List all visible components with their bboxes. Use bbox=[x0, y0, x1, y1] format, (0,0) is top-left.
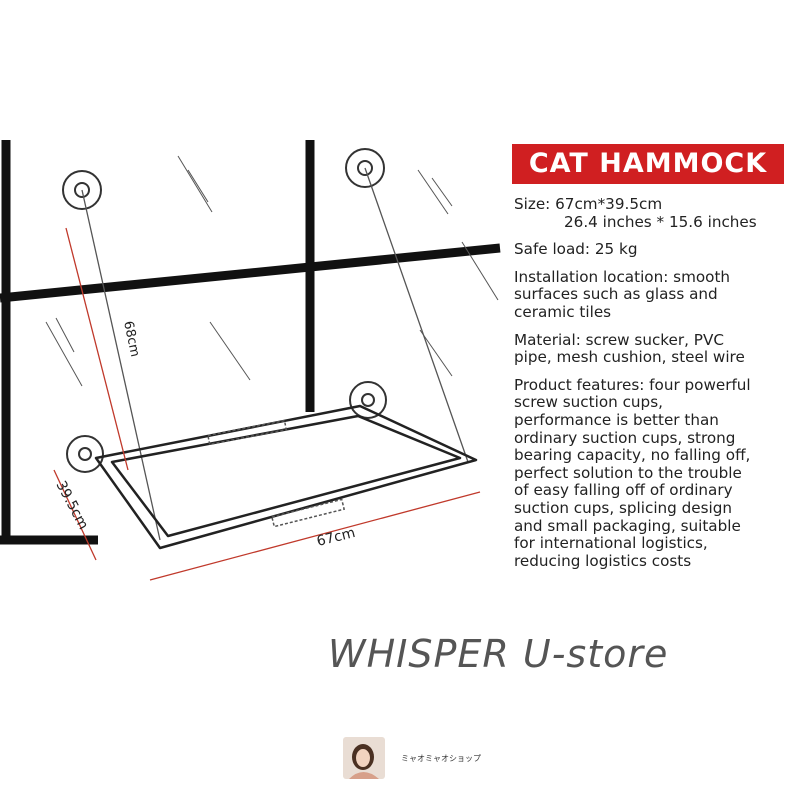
features-line: screw suction cups, bbox=[514, 393, 663, 412]
glass-glare bbox=[45, 155, 499, 387]
hammock-frame bbox=[94, 404, 478, 550]
steel-wires bbox=[81, 167, 469, 541]
installation-line: Installation location: smooth bbox=[514, 267, 731, 286]
material-spec: Material: screw sucker, PVC pipe, mesh c… bbox=[514, 330, 798, 367]
height-dimension-label: 68cm bbox=[120, 320, 142, 359]
shop-avatar[interactable] bbox=[343, 737, 385, 779]
width-dimension-label: 67cm bbox=[315, 525, 357, 550]
dimension-lines bbox=[53, 227, 481, 581]
features-line: bearing capacity, no falling off, bbox=[514, 446, 751, 465]
shop-name[interactable]: ミャオミャオショップ bbox=[401, 753, 481, 763]
installation-spec: Installation location: smooth surfaces s… bbox=[514, 267, 798, 322]
title-banner: CAT HAMMOCK bbox=[512, 144, 784, 184]
features-line: Product features: four powerful bbox=[514, 375, 751, 394]
features-line: suction cups, splicing design bbox=[514, 498, 733, 517]
features-line: for international logistics, bbox=[514, 534, 708, 553]
size-spec: Size: 67cm*39.5cm 26.4 inches * 15.6 inc… bbox=[514, 195, 798, 231]
features-line: reducing logistics costs bbox=[514, 551, 692, 570]
features-line: perfect solution to the trouble bbox=[514, 463, 742, 482]
depth-dimension-label: 39.5cm bbox=[52, 478, 91, 532]
brand-watermark: WHISPER U-store bbox=[328, 632, 669, 676]
features-line: ordinary suction cups, strong bbox=[514, 428, 736, 447]
size-inches-line: 26.4 inches * 15.6 inches bbox=[564, 212, 757, 231]
mesh-joints bbox=[207, 419, 346, 528]
features-spec: Product features: four powerful screw su… bbox=[514, 375, 798, 571]
suction-cups bbox=[62, 148, 387, 473]
material-line: Material: screw sucker, PVC bbox=[514, 330, 724, 349]
shop-info[interactable]: ミャオミャオショップ bbox=[343, 736, 481, 780]
size-line: Size: 67cm*39.5cm bbox=[514, 195, 663, 213]
installation-line: surfaces such as glass and bbox=[514, 285, 718, 304]
features-line: and small packaging, suitable bbox=[514, 516, 741, 535]
installation-line: ceramic tiles bbox=[514, 302, 612, 321]
material-line: pipe, mesh cushion, steel wire bbox=[514, 348, 745, 367]
features-line: performance is better than bbox=[514, 410, 719, 429]
specs-panel: Size: 67cm*39.5cm 26.4 inches * 15.6 inc… bbox=[514, 195, 798, 580]
safe-load-spec: Safe load: 25 kg bbox=[514, 240, 638, 259]
hammock-illustration: 68cm 39.5cm 67cm bbox=[0, 140, 501, 581]
window-frame bbox=[0, 140, 501, 545]
features-line: of easy falling off of ordinary bbox=[514, 481, 733, 500]
